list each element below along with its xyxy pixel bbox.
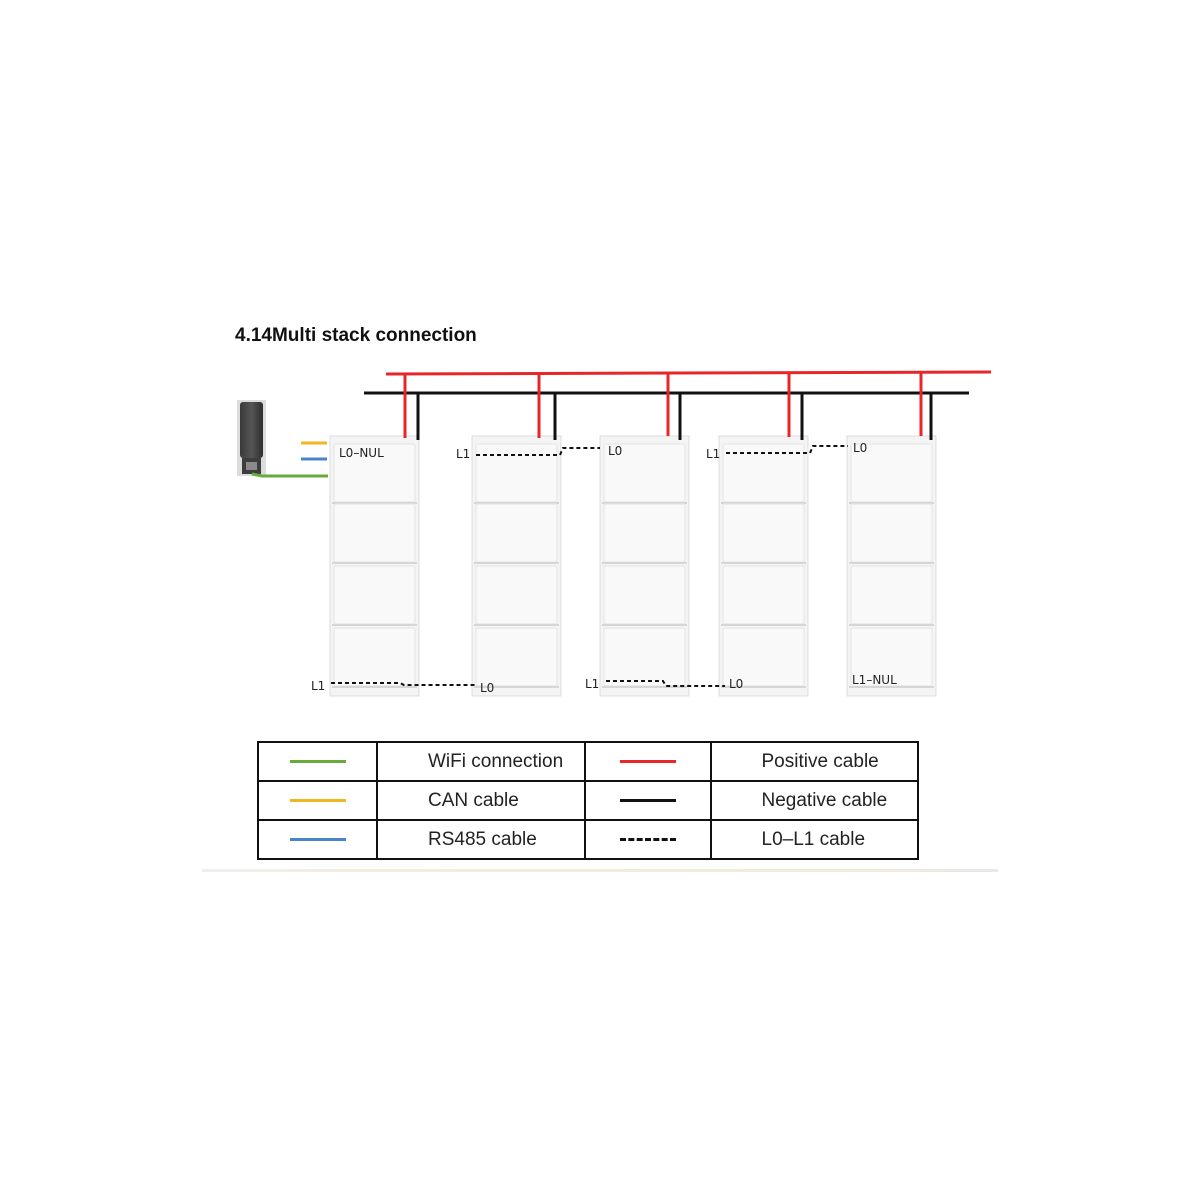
battery-module — [850, 503, 933, 563]
battery-stacks — [329, 435, 937, 697]
connection-diagram: L0–NUL L1 L1 L0 L0 L1 L1 L0 L0 L1–NUL — [237, 370, 992, 697]
stack-3-top-label: L0 — [608, 444, 622, 458]
battery-module — [850, 565, 933, 625]
negative-line-swatch — [619, 799, 676, 802]
legend-swatch-cell — [257, 780, 378, 821]
power-drops — [387, 372, 933, 440]
legend-label: Negative cable — [709, 780, 919, 821]
legend-label: CAN cable — [376, 780, 586, 821]
stack-3-bottom-label: L1 — [585, 677, 599, 691]
stack-1-bottom-label: L1 — [311, 679, 325, 693]
battery-module — [722, 565, 805, 625]
legend-swatch-cell — [583, 819, 712, 860]
battery-module — [603, 503, 686, 563]
battery-stack-2 — [471, 435, 562, 697]
rs485-line-swatch — [289, 838, 346, 841]
legend-row: CAN cable Negative cable — [257, 780, 919, 821]
battery-stack-5 — [846, 435, 937, 697]
stack-4-top-label: L1 — [706, 447, 720, 461]
l0-l1-cable — [606, 680, 725, 687]
legend-swatch-cell — [583, 741, 712, 782]
battery-stack-3 — [599, 435, 690, 697]
battery-module — [603, 565, 686, 625]
positive-drop — [387, 372, 407, 438]
diagram-title: 4.14Multi stack connection — [235, 325, 477, 346]
wifi-dongle-icon — [237, 400, 266, 476]
legend-table: WiFi connection Positive cable CAN cable… — [257, 741, 919, 860]
wifi-cable — [251, 472, 328, 478]
can-line-swatch — [289, 799, 346, 802]
legend-label: RS485 cable — [376, 819, 586, 860]
battery-module — [333, 503, 416, 563]
stack-1-top-label: L0–NUL — [339, 446, 384, 460]
stack-5-top-label: L0 — [853, 441, 867, 455]
positive-busbar — [385, 370, 992, 376]
battery-stack-4 — [718, 435, 809, 697]
bottom-rule — [202, 869, 998, 872]
battery-module — [475, 565, 558, 625]
l0-l1-cable — [331, 682, 476, 686]
battery-module — [333, 627, 416, 687]
stack-2-bottom-label: L0 — [480, 681, 494, 695]
stack-5-bottom-label: L1–NUL — [852, 673, 897, 687]
battery-module — [333, 565, 416, 625]
positive-line-swatch — [619, 760, 676, 763]
wifi-line-swatch — [289, 760, 346, 763]
battery-stack-1 — [329, 435, 420, 697]
legend-label: WiFi connection — [376, 741, 586, 782]
l0-l1-cable — [476, 447, 600, 456]
l0-l1-line-swatch — [619, 838, 676, 841]
legend-row: RS485 cable L0–L1 cable — [257, 819, 919, 860]
stack-2-top-label: L1 — [456, 447, 470, 461]
battery-module — [475, 443, 558, 503]
legend-row: WiFi connection Positive cable — [257, 741, 919, 782]
l0-l1-links — [331, 445, 848, 687]
legend-swatch-cell — [583, 780, 712, 821]
legend-label: Positive cable — [709, 741, 919, 782]
stack-4-bottom-label: L0 — [729, 677, 743, 691]
battery-module — [603, 627, 686, 687]
legend-swatch-cell — [257, 741, 378, 782]
battery-module — [475, 627, 558, 687]
legend-label: L0–L1 cable — [709, 819, 919, 860]
legend-swatch-cell — [257, 819, 378, 860]
l0-l1-cable — [726, 445, 848, 454]
battery-module — [722, 503, 805, 563]
battery-module — [475, 503, 558, 563]
